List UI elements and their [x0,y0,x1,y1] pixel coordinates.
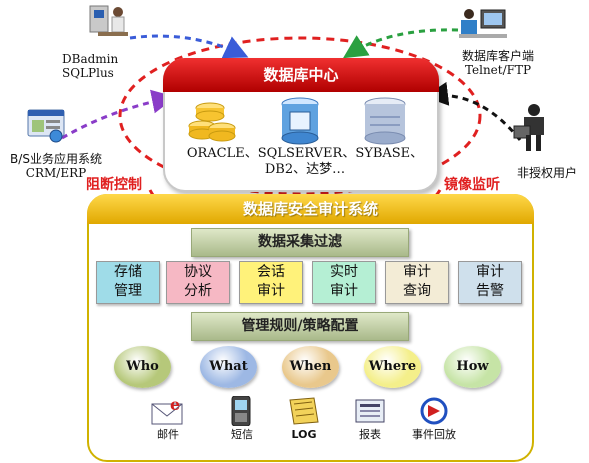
blue-arrow [129,34,249,59]
question-circle: When [282,346,339,388]
db-client-line2: Telnet/FTP [464,63,532,77]
db-client-line1: 数据库客户端 [461,49,534,63]
output-item: 事件回放 [404,396,464,442]
db-types-line2: DB2、达梦… [264,162,346,177]
bs-line2: CRM/ERP [25,166,87,180]
report-icon [340,396,400,428]
audit-module-line2: 查询 [403,283,431,299]
audit-module-line1: 审计 [403,264,431,280]
output-label: 短信 [231,428,253,441]
question-circle: What [200,346,257,388]
question-circle: How [444,346,501,388]
data-center-title: 数据库中心 [163,58,439,92]
audit-module: 审计告警 [458,261,522,304]
sybase-db-icon [364,97,406,145]
audit-modules-row: 存储管理协议分析会话审计实时审计审计查询审计告警 [96,261,526,305]
audit-module-line2: 管理 [114,283,142,299]
mirror-monitor-label: 镜像监听 [444,177,500,193]
outputs-row: e 邮件 短信 LOG 报表 事件回放 [96,395,526,460]
audit-module: 协议分析 [166,261,230,304]
dbadmin-line1: DBadmin [62,52,119,66]
output-label: 事件回放 [412,428,456,441]
audit-module-line1: 审计 [476,264,504,280]
unauthorized-user-icon [513,104,544,151]
audit-module: 审计查询 [385,261,449,304]
rules-config-bar: 管理规则/策略配置 [191,312,409,341]
output-item: LOG [274,396,334,442]
phone-icon [212,395,272,428]
output-item: 报表 [340,396,400,442]
audit-module-line2: 告警 [476,283,504,299]
database-icons [188,97,406,145]
dbadmin-label: DBadmin SQLPlus [62,52,132,80]
dbadmin-user-icon [89,5,128,36]
bs-app-icon [27,109,65,143]
green-arrow [342,28,459,59]
db-client-label: 数据库客户端 Telnet/FTP [448,49,548,77]
questions-row: Who What When Where How [96,346,526,392]
audit-module: 存储管理 [96,261,160,304]
question-circle: Where [364,346,421,388]
output-label: 报表 [359,428,381,441]
bs-line1: B/S业务应用系统 [10,152,102,166]
audit-module: 会话审计 [239,261,303,304]
question-circle: Who [114,346,171,388]
log-icon [274,396,334,428]
replay-icon [404,396,464,428]
audit-module-line1: 协议 [184,264,212,280]
sqlserver-db-icon [281,97,319,145]
output-label: LOG [291,428,317,441]
purple-arrow [61,89,176,140]
audit-system-title: 数据库安全审计系统 [87,194,534,224]
dbadmin-line2: SQLPlus [62,66,114,80]
email-icon: e [138,395,198,428]
collect-filter-bar: 数据采集过滤 [191,228,409,257]
output-item: e 邮件 [138,395,198,442]
output-label: 邮件 [157,428,179,441]
unauthorized-label: 非授权用户 [516,166,577,180]
audit-module-line2: 审计 [257,283,285,299]
svg-text:e: e [170,396,180,414]
oracle-db-icon [188,102,236,142]
bs-label: B/S业务应用系统 CRM/ERP [0,152,112,180]
audit-module-line1: 会话 [257,264,285,280]
db-client-user-icon [459,9,507,38]
db-types-line1: ORACLE、SQLSERVER、SYBASE、 [186,146,424,161]
black-arrow [424,81,522,141]
audit-module-line2: 分析 [184,283,212,299]
block-control-label: 阻断控制 [86,177,142,193]
database-types-text: ORACLE、SQLSERVER、SYBASE、 DB2、达梦… [175,146,435,178]
audit-module-line2: 审计 [330,283,358,299]
audit-module: 实时审计 [312,261,376,304]
audit-module-line1: 实时 [330,264,358,280]
output-item: 短信 [212,395,272,442]
audit-module-line1: 存储 [114,264,142,280]
